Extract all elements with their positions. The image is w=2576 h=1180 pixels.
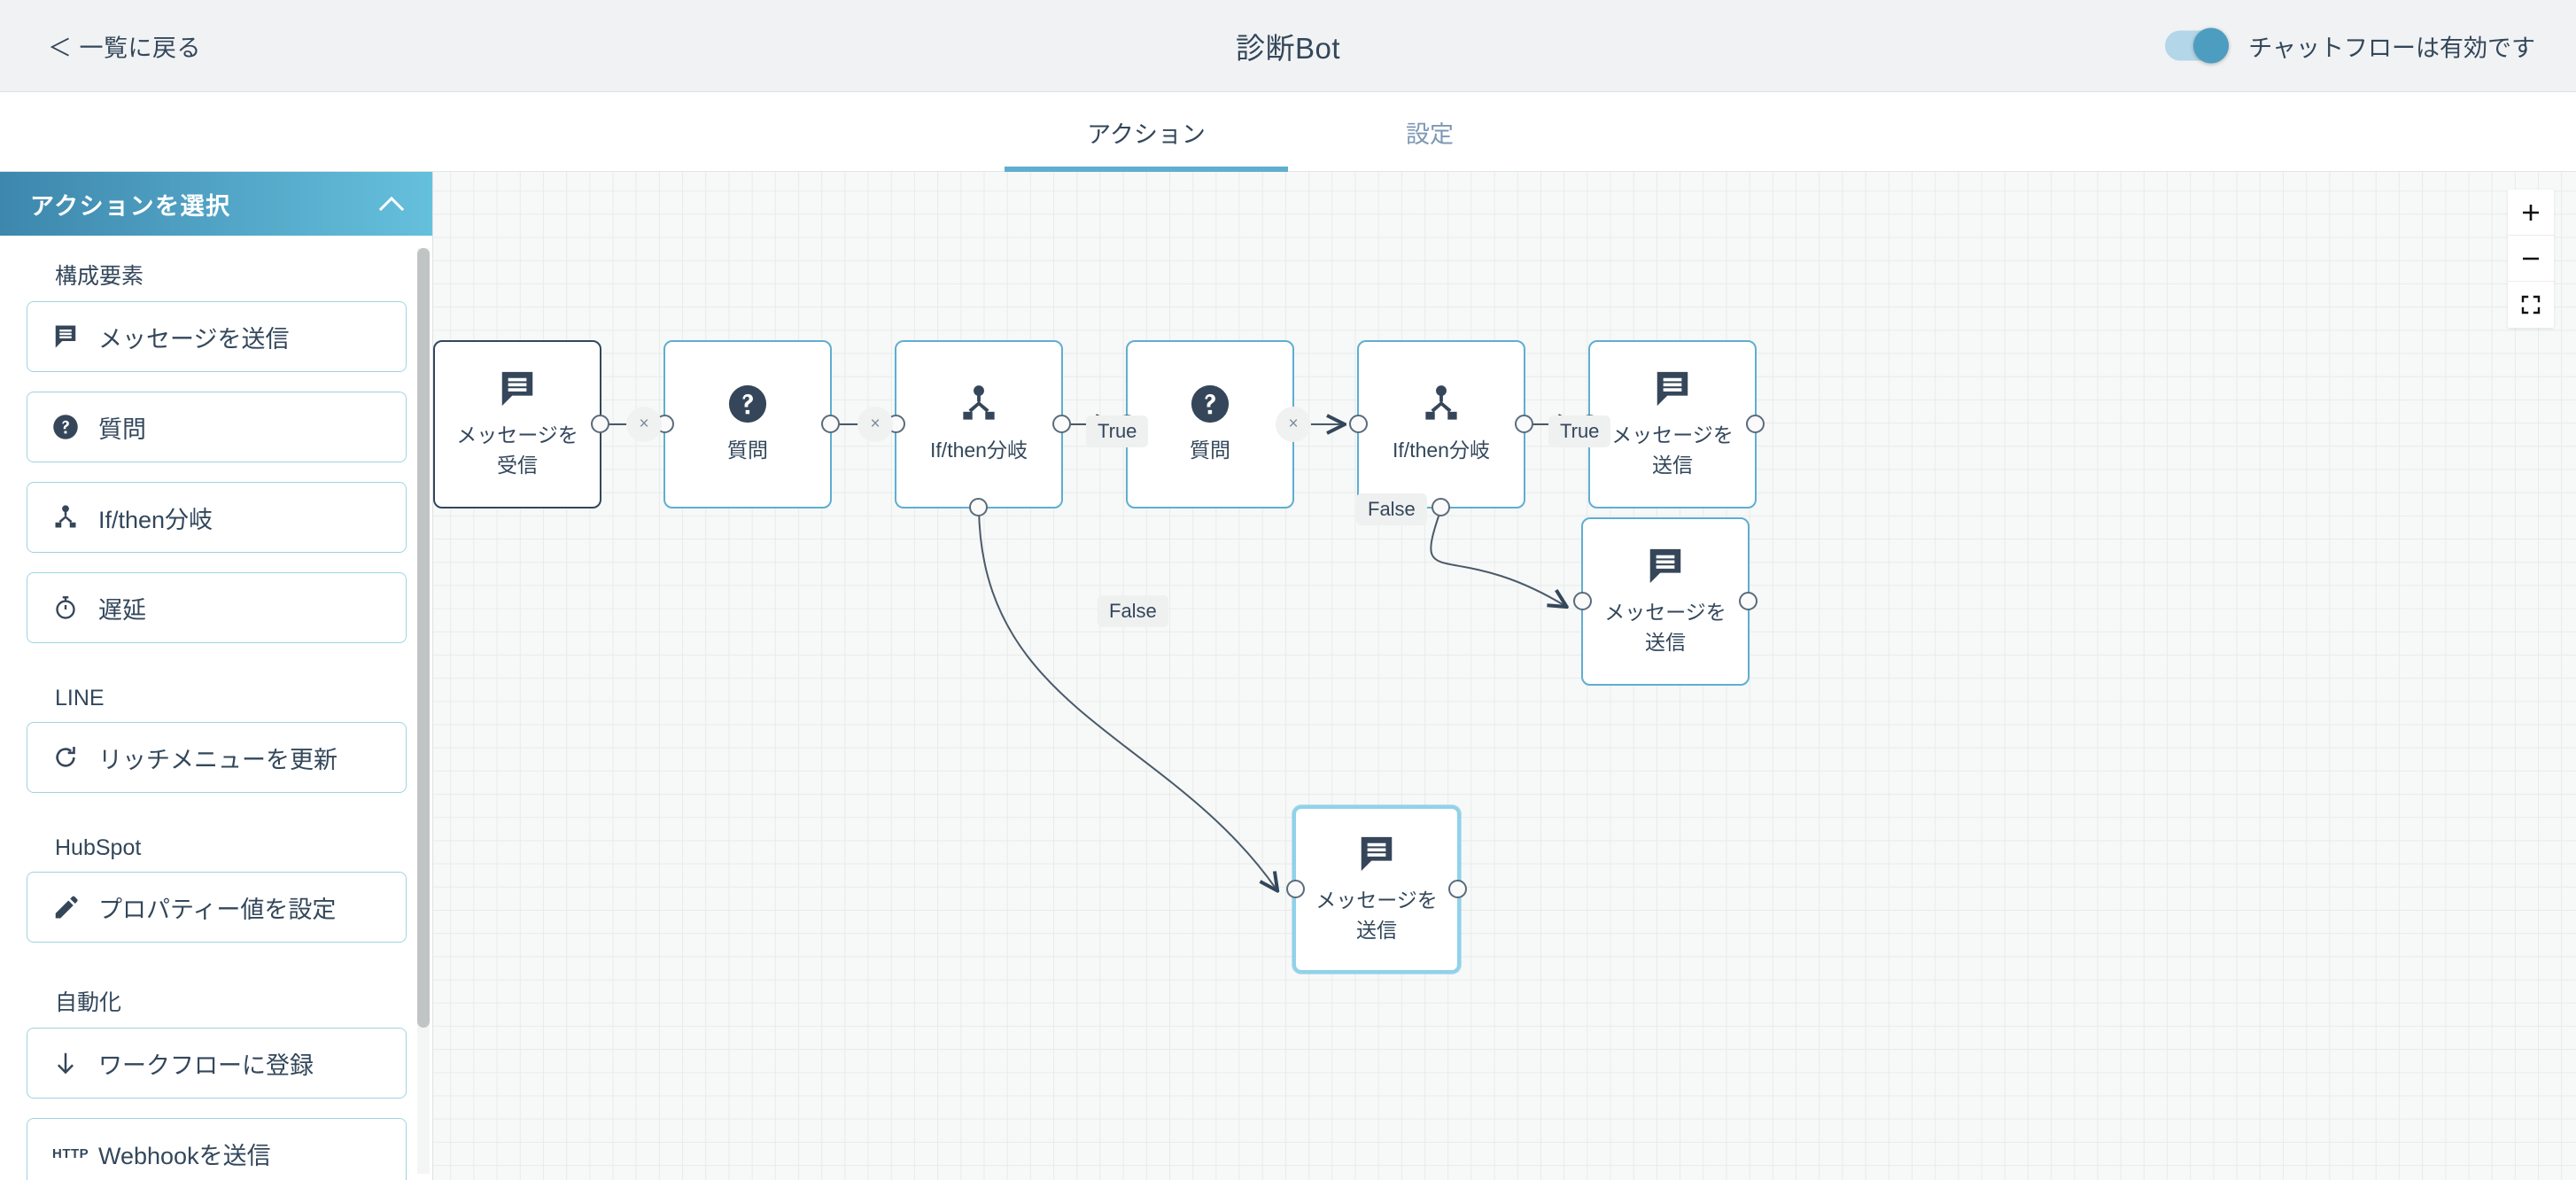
chat-bubble-icon bbox=[1652, 369, 1693, 414]
sidebar-action-label: 遅延 bbox=[98, 596, 146, 624]
http-icon: HTTP bbox=[52, 1145, 89, 1161]
tab-bar: アクション 設定 bbox=[0, 92, 2576, 172]
sidebar-action-refresh[interactable]: リッチメニューを更新 bbox=[27, 722, 407, 793]
flow-node-label: 質問 bbox=[727, 438, 768, 462]
edge-delete-button[interactable]: × bbox=[857, 407, 893, 442]
flow-node[interactable]: メッセージを 送信 bbox=[1580, 340, 1765, 508]
page-title: 診断Bot bbox=[1235, 31, 1341, 65]
sidebar-action-chat-bubble[interactable]: メッセージを送信 bbox=[27, 301, 407, 372]
flow-node-label: メッセージを 送信 bbox=[1315, 889, 1438, 942]
sidebar-action-timer[interactable]: 遅延 bbox=[27, 572, 407, 643]
action-sidebar: アクションを選択 構成要素メッセージを送信質問 If/then分岐遅延 LINE リッ… bbox=[0, 172, 433, 1180]
top-bar: ＜ 一覧に戻る 診断Bot チャットフローは有効です bbox=[0, 0, 2576, 92]
pencil-icon bbox=[52, 894, 79, 920]
sidebar-group-label: HubSpot bbox=[55, 835, 142, 860]
fit-view-button[interactable] bbox=[2508, 282, 2554, 328]
sidebar-action-label: プロパティー値を設定 bbox=[98, 896, 337, 923]
sidebar-action-http[interactable]: HTTP Webhookを送信 bbox=[27, 1118, 407, 1180]
flow-node[interactable]: メッセージを 送信 bbox=[1573, 517, 1757, 686]
question-circle-icon bbox=[1190, 384, 1230, 429]
branch-icon bbox=[1421, 384, 1462, 429]
sidebar-action-list: 構成要素メッセージを送信質問 If/then分岐遅延 LINE リッチメニューを更新 H… bbox=[0, 236, 432, 1180]
node-port-right[interactable] bbox=[591, 415, 609, 433]
node-port-right[interactable] bbox=[1515, 415, 1533, 433]
sidebar-action-question-circle[interactable]: 質問 bbox=[27, 392, 407, 462]
flow-node[interactable]: If/then分岐 bbox=[1349, 340, 1533, 516]
branch-icon bbox=[958, 384, 999, 429]
sidebar-header[interactable]: アクションを選択 bbox=[0, 172, 432, 236]
node-port-bottom[interactable] bbox=[1432, 498, 1450, 516]
zoom-in-button[interactable] bbox=[2508, 190, 2554, 236]
sidebar-action-label: ワークフローに登録 bbox=[98, 1052, 314, 1079]
sidebar-panel-title: アクションを選択 bbox=[30, 192, 231, 220]
sidebar-action-label: メッセージを送信 bbox=[98, 325, 290, 353]
sidebar-group-label: LINE bbox=[55, 686, 105, 710]
flow-node[interactable]: メッセージを 受信 bbox=[433, 340, 609, 508]
toggle-knob bbox=[2193, 27, 2230, 64]
edge-delete-button[interactable]: × bbox=[626, 407, 662, 442]
edge-condition-label[interactable]: False bbox=[1098, 595, 1168, 627]
node-port-left[interactable] bbox=[1286, 880, 1305, 898]
node-port-right[interactable] bbox=[821, 415, 840, 433]
branch-icon bbox=[52, 504, 79, 531]
chat-bubble-icon bbox=[497, 369, 538, 414]
tab-actions[interactable]: アクション bbox=[1005, 92, 1288, 172]
sidebar-action-label: 質問 bbox=[98, 415, 146, 443]
question-circle-icon bbox=[52, 414, 79, 440]
edge-delete-button[interactable]: × bbox=[1276, 407, 1311, 442]
sidebar-action-pencil[interactable]: プロパティー値を設定 bbox=[27, 872, 407, 943]
chevron-up-icon[interactable] bbox=[380, 192, 403, 215]
flow-edges bbox=[601, 172, 2576, 1180]
arrow-down-icon bbox=[52, 1050, 79, 1076]
node-port-left[interactable] bbox=[1349, 415, 1368, 433]
sidebar-action-branch[interactable]: If/then分岐 bbox=[27, 482, 407, 553]
flow-edge[interactable] bbox=[978, 508, 1276, 889]
flow-edge[interactable] bbox=[1430, 508, 1565, 606]
tab-settings[interactable]: 設定 bbox=[1406, 120, 1454, 148]
sidebar-group-label: 自動化 bbox=[55, 990, 122, 1015]
flow-node[interactable]: If/then分岐 bbox=[887, 340, 1071, 516]
chat-bubble-icon bbox=[52, 323, 79, 350]
sidebar-action-label: If/then分岐 bbox=[98, 506, 213, 533]
flow-node[interactable]: メッセージを 送信 bbox=[1286, 805, 1467, 974]
timer-icon bbox=[52, 594, 79, 621]
sidebar-scrollbar-thumb[interactable] bbox=[417, 248, 430, 1028]
tab-list: アクション 設定 bbox=[1005, 92, 1571, 172]
node-port-left[interactable] bbox=[1573, 592, 1592, 610]
flow-node-label: メッセージを 送信 bbox=[1604, 601, 1726, 654]
flow-node-label: If/then分岐 bbox=[930, 438, 1028, 462]
edge-condition-label[interactable]: False bbox=[1356, 493, 1427, 525]
flow-node-label: 質問 bbox=[1190, 438, 1230, 462]
question-circle-icon bbox=[727, 384, 768, 429]
flow-node-label: If/then分岐 bbox=[1393, 438, 1490, 462]
edge-condition-label[interactable]: True bbox=[1548, 415, 1611, 447]
flow-node-label: メッセージを 受信 bbox=[456, 423, 578, 477]
sidebar-action-label: Webhookを送信 bbox=[98, 1142, 271, 1169]
flow-node[interactable]: 質問 bbox=[1118, 340, 1302, 508]
flow-node-label: メッセージを 送信 bbox=[1611, 423, 1734, 477]
sidebar-action-arrow-down[interactable]: ワークフローに登録 bbox=[27, 1028, 407, 1098]
node-port-right[interactable] bbox=[1746, 415, 1765, 433]
chat-bubble-icon bbox=[1645, 546, 1686, 591]
chat-bubble-icon bbox=[1356, 834, 1397, 879]
sidebar-action-label: リッチメニューを更新 bbox=[98, 746, 338, 773]
zoom-controls bbox=[2508, 190, 2554, 328]
node-port-right[interactable] bbox=[1052, 415, 1071, 433]
chatflow-toggle-label: チャットフローは有効です bbox=[2248, 35, 2535, 61]
edge-condition-label[interactable]: True bbox=[1086, 415, 1149, 447]
refresh-icon bbox=[52, 744, 79, 771]
node-port-right[interactable] bbox=[1739, 592, 1757, 610]
flow-node[interactable]: 質問 bbox=[656, 340, 840, 508]
chatflow-toggle-group: チャットフローは有効です bbox=[2165, 27, 2535, 64]
zoom-out-button[interactable] bbox=[2508, 236, 2554, 282]
back-to-list-link[interactable]: ＜ 一覧に戻る bbox=[48, 35, 202, 61]
node-port-right[interactable] bbox=[1448, 880, 1467, 898]
sidebar-group-label: 構成要素 bbox=[55, 264, 144, 289]
chatflow-enabled-toggle[interactable] bbox=[2165, 27, 2230, 64]
node-port-bottom[interactable] bbox=[969, 498, 988, 516]
